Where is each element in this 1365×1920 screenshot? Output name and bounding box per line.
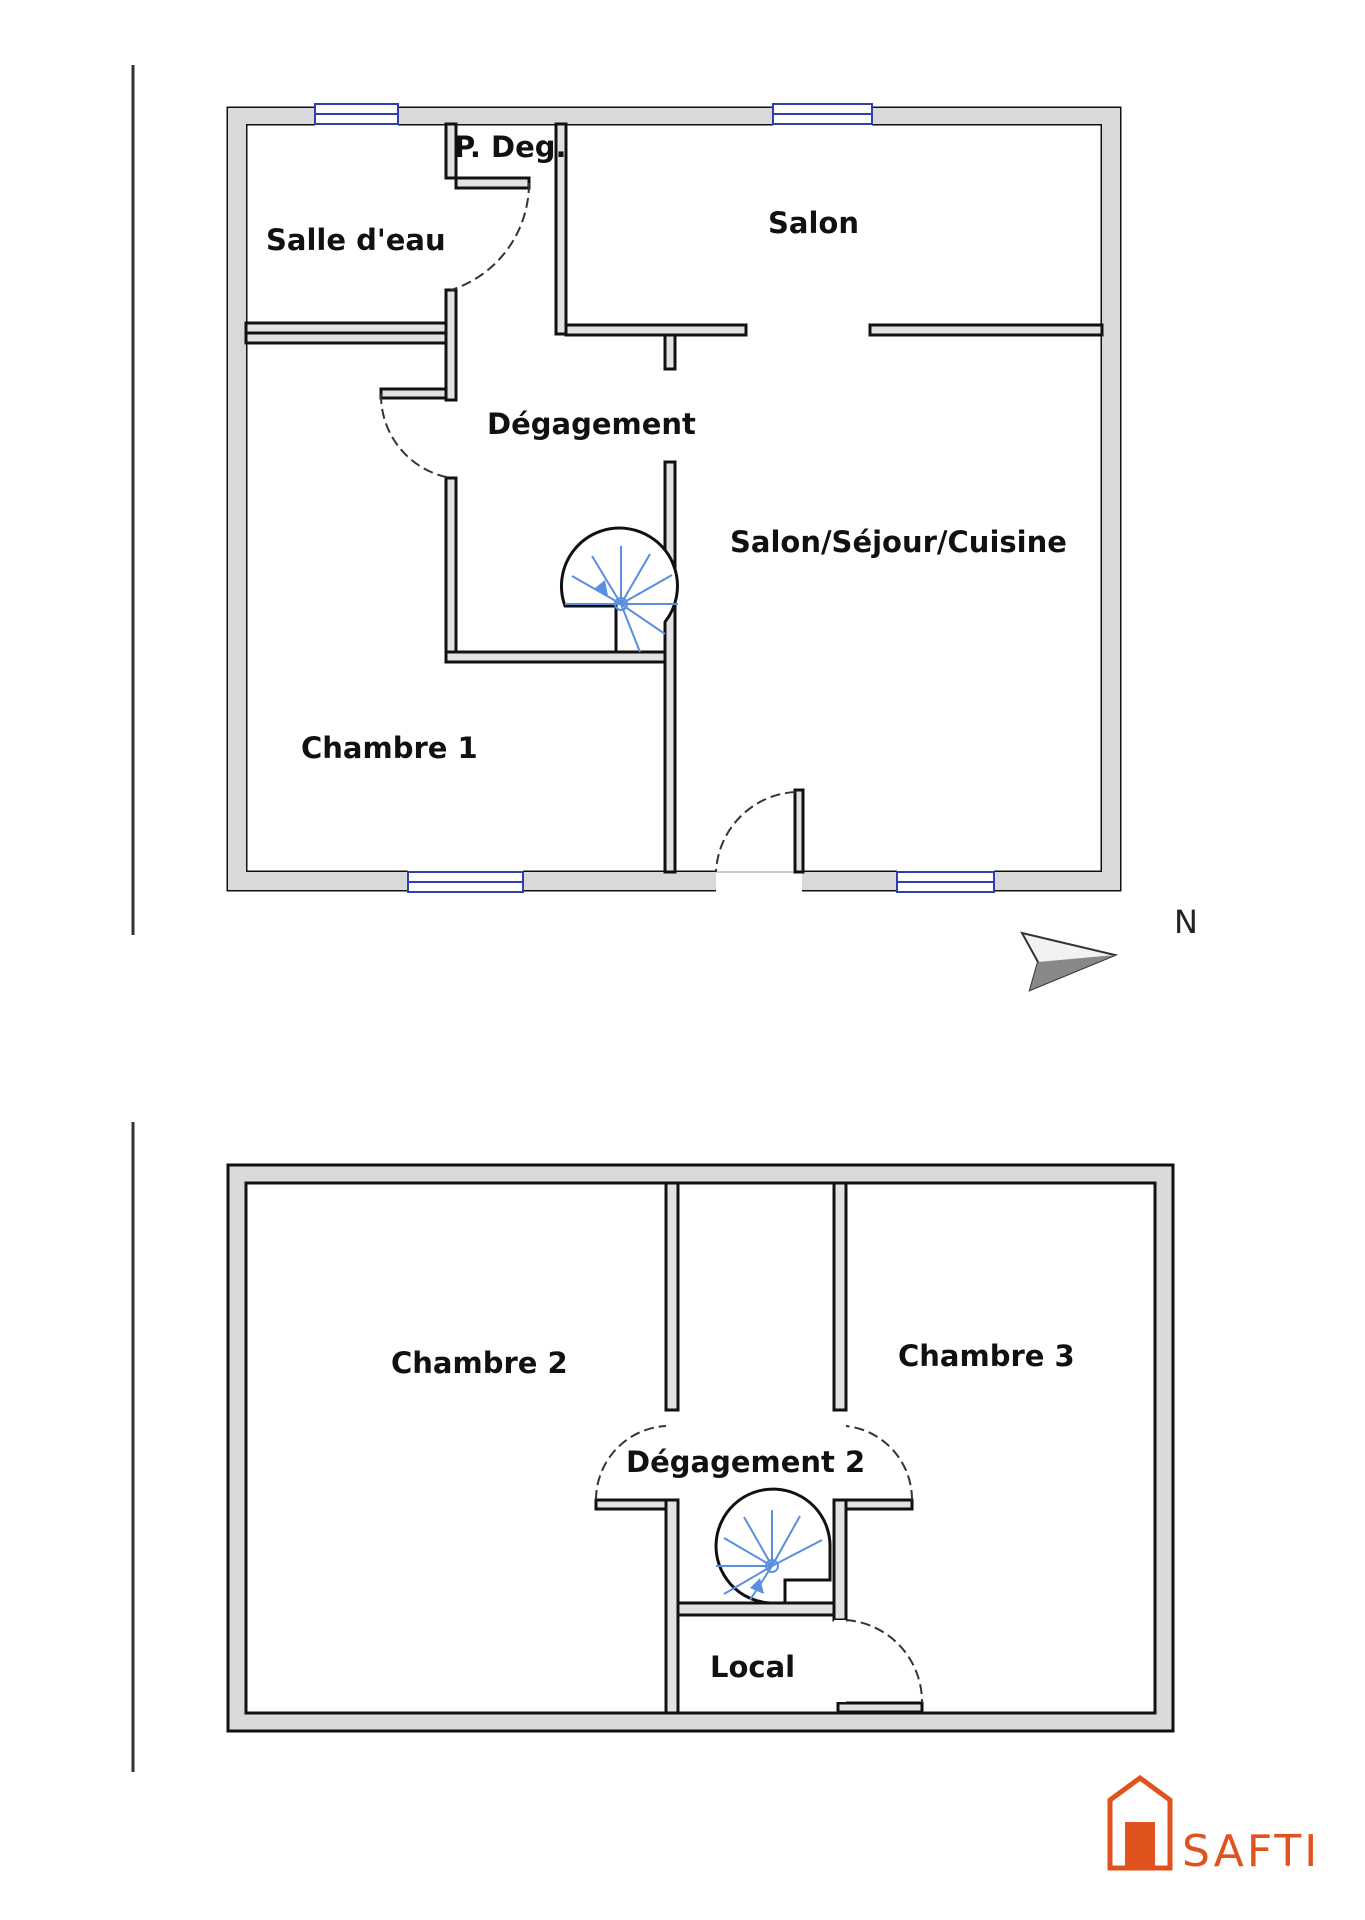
ground-windows xyxy=(314,103,995,893)
logo-text: SAFTI xyxy=(1182,1826,1320,1877)
house-icon xyxy=(1107,1774,1173,1871)
upper-door-swings xyxy=(594,1425,924,1704)
room-label-salle-deau: Salle d'eau xyxy=(266,223,446,257)
entrance-door-gap xyxy=(716,870,802,892)
room-label-chambre-2: Chambre 2 xyxy=(391,1346,568,1380)
upper-floor-plan: Chambre 2 Chambre 3 Dégagement 2 Local xyxy=(131,1122,1175,1772)
ground-interior-walls xyxy=(244,122,1104,874)
room-label-local: Local xyxy=(710,1650,795,1684)
ground-door-swings xyxy=(379,182,796,873)
safti-logo: SAFTI xyxy=(1107,1774,1320,1877)
room-label-degagement: Dégagement xyxy=(487,407,696,441)
upper-interior-walls xyxy=(594,1181,924,1715)
ground-floor-plan: Salle d'eau P. Deg. Salon Dégagement Sal… xyxy=(131,65,1122,935)
compass-north-label: N xyxy=(1174,903,1198,941)
room-label-chambre-3: Chambre 3 xyxy=(898,1339,1075,1373)
north-compass: N xyxy=(1020,903,1198,992)
room-label-chambre-1: Chambre 1 xyxy=(301,731,478,765)
room-label-salon: Salon xyxy=(768,206,859,240)
local-door-gap xyxy=(834,1620,846,1702)
room-label-p-deg: P. Deg. xyxy=(454,130,567,164)
upper-spiral-staircase xyxy=(714,1487,832,1605)
room-label-salon-sejour-cuisine: Salon/Séjour/Cuisine xyxy=(730,525,1067,559)
ground-spiral-staircase xyxy=(559,526,679,654)
room-label-degagement-2: Dégagement 2 xyxy=(626,1445,865,1479)
upper-exterior-walls xyxy=(226,1163,1175,1733)
